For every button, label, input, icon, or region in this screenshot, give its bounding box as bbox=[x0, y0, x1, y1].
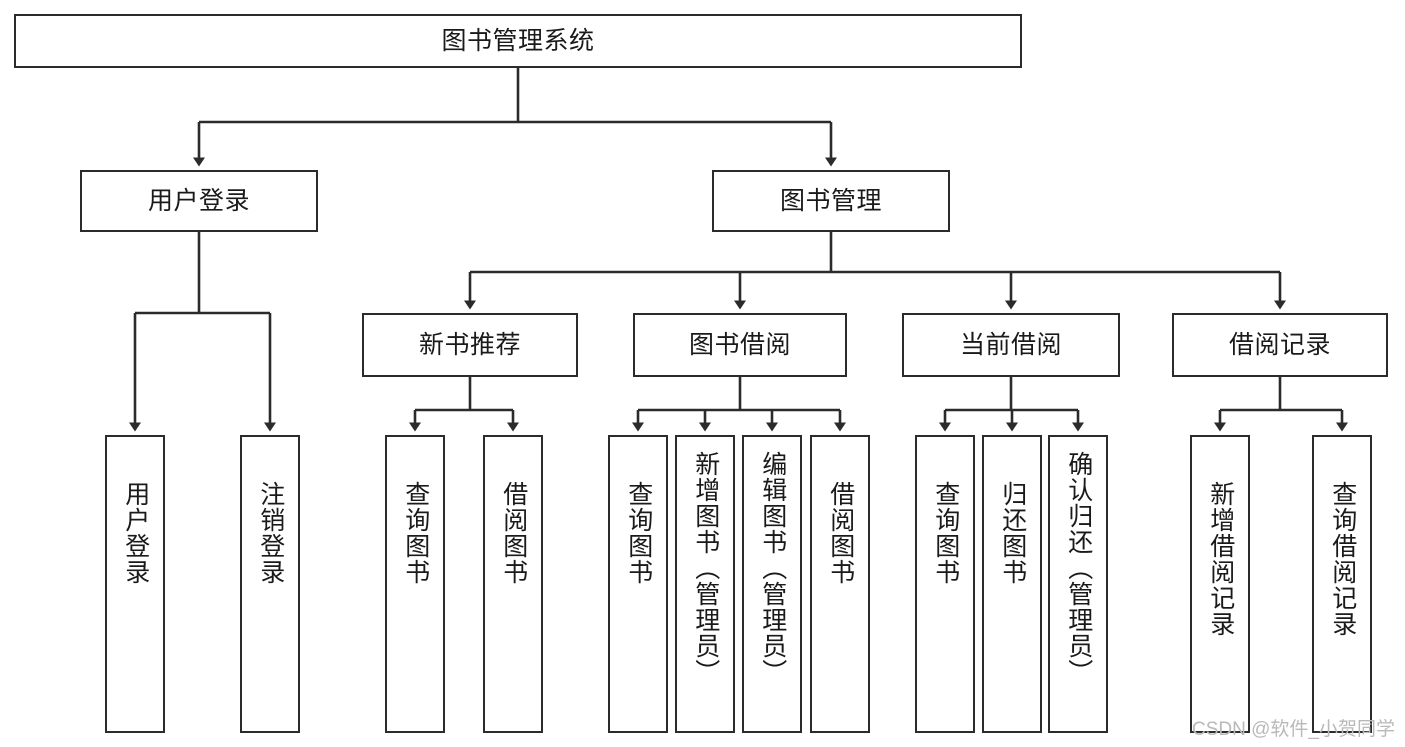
node-root[interactable]: 图书管理系统 bbox=[14, 14, 1022, 68]
node-label: 当前借阅 bbox=[959, 331, 1062, 359]
node-leaf-rec-query[interactable]: 查询图书 bbox=[385, 435, 445, 733]
node-leaf-rec-borrow[interactable]: 借阅图书 bbox=[483, 435, 543, 733]
node-label: 用户登录 bbox=[147, 187, 250, 215]
node-leaf-logout[interactable]: 注销登录 bbox=[240, 435, 300, 733]
node-label: 图书管理 bbox=[779, 187, 882, 215]
node-label: 用户登录 bbox=[121, 481, 150, 585]
node-leaf-bb-edit[interactable]: 编辑图书（管理员） bbox=[742, 435, 802, 733]
csdn-watermark: CSDN @软件_小贺同学 bbox=[1192, 719, 1395, 740]
node-leaf-bb-add[interactable]: 新增图书（管理员） bbox=[675, 435, 735, 733]
node-leaf-cb-query[interactable]: 查询图书 bbox=[915, 435, 975, 733]
node-label: 新增图书（管理员） bbox=[691, 451, 720, 685]
node-label: 查询图书 bbox=[931, 481, 960, 585]
node-label: 确认归还（管理员） bbox=[1064, 451, 1093, 685]
node-label: 新书推荐 bbox=[418, 331, 521, 359]
node-label: 归还图书 bbox=[998, 481, 1027, 585]
node-leaf-cb-confirm[interactable]: 确认归还（管理员） bbox=[1048, 435, 1108, 733]
node-new-book-rec[interactable]: 新书推荐 bbox=[362, 313, 578, 377]
node-label: 借阅图书 bbox=[499, 481, 528, 585]
node-user-login[interactable]: 用户登录 bbox=[80, 170, 318, 232]
node-label: 查询借阅记录 bbox=[1328, 481, 1357, 637]
node-current-borrow[interactable]: 当前借阅 bbox=[902, 313, 1120, 377]
node-leaf-bb-borrow[interactable]: 借阅图书 bbox=[810, 435, 870, 733]
node-label: 查询图书 bbox=[624, 481, 653, 585]
node-label: 借阅图书 bbox=[826, 481, 855, 585]
node-label: 借阅记录 bbox=[1228, 331, 1331, 359]
node-label: 编辑图书（管理员） bbox=[758, 451, 787, 685]
node-leaf-br-add[interactable]: 新增借阅记录 bbox=[1190, 435, 1250, 733]
node-book-manage[interactable]: 图书管理 bbox=[712, 170, 950, 232]
node-leaf-bb-query[interactable]: 查询图书 bbox=[608, 435, 668, 733]
node-label: 查询图书 bbox=[401, 481, 430, 585]
node-label: 注销登录 bbox=[256, 481, 285, 585]
node-label: 图书借阅 bbox=[688, 331, 791, 359]
node-leaf-user-login[interactable]: 用户登录 bbox=[105, 435, 165, 733]
node-leaf-cb-return[interactable]: 归还图书 bbox=[982, 435, 1042, 733]
node-leaf-br-query[interactable]: 查询借阅记录 bbox=[1312, 435, 1372, 733]
node-book-borrow[interactable]: 图书借阅 bbox=[633, 313, 847, 377]
node-label: 新增借阅记录 bbox=[1206, 481, 1235, 637]
node-label: 图书管理系统 bbox=[441, 27, 595, 55]
node-borrow-record[interactable]: 借阅记录 bbox=[1172, 313, 1388, 377]
